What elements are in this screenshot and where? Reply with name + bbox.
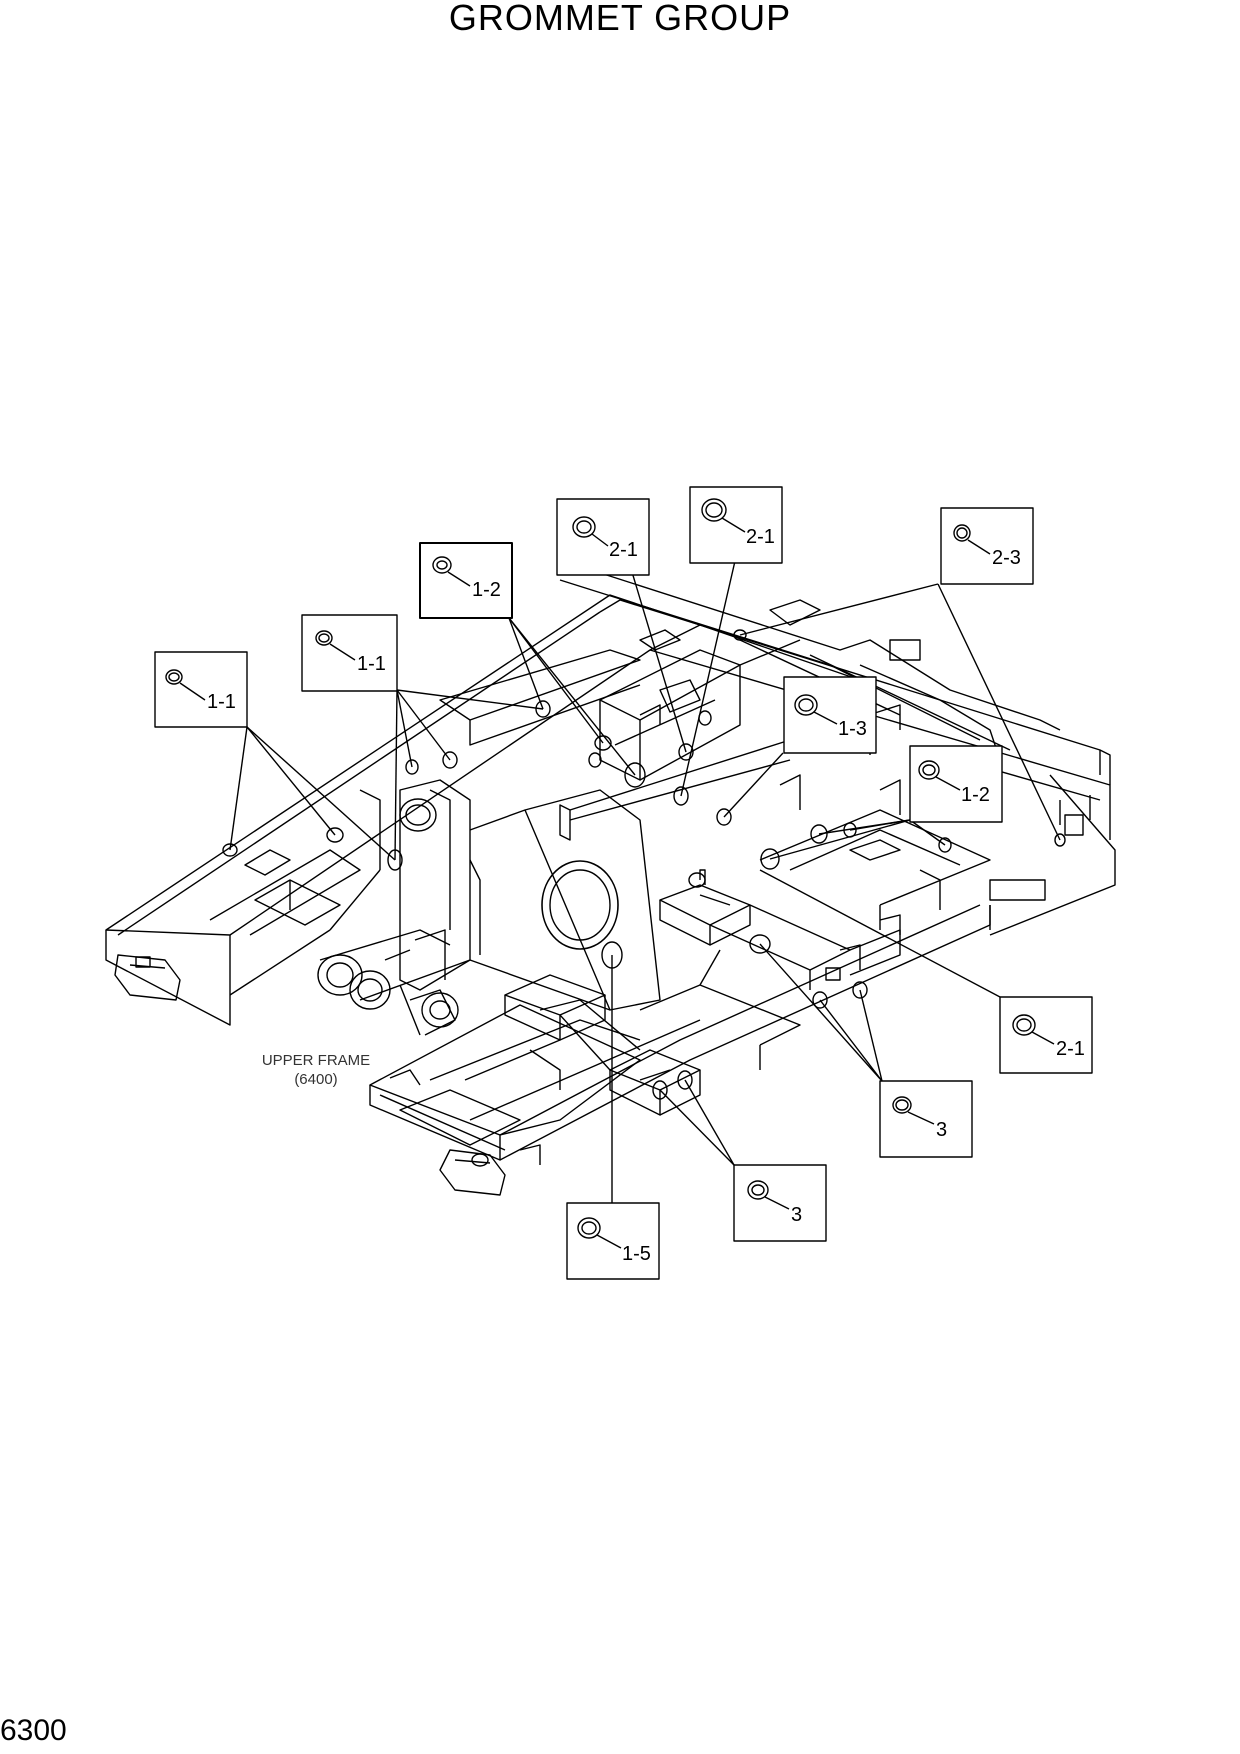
callout-1-1-left: 1-1 <box>154 651 248 728</box>
callout-label: 1-2 <box>961 784 990 806</box>
page-number: 6300 <box>0 1714 67 1747</box>
callout-1-2-right: 1-2 <box>909 745 1003 823</box>
page-title: GROMMET GROUP <box>448 0 792 38</box>
callout-label: 1-3 <box>838 718 867 740</box>
callout-2-1-right: 2-1 <box>999 996 1093 1074</box>
callout-1-2-top: 1-2 <box>419 542 513 619</box>
callout-2-1-top-second: 2-1 <box>689 486 783 564</box>
callout-1-1-second: 1-1 <box>301 614 398 692</box>
leader-lines <box>229 560 1061 1203</box>
callout-boxes: 1-1 1-1 1-2 2-1 2-1 <box>154 486 1093 1280</box>
callout-label: 2-1 <box>609 539 638 561</box>
callout-label: 1-1 <box>357 653 386 675</box>
callout-label: 3 <box>936 1119 947 1141</box>
callout-3-bottom: 3 <box>733 1164 827 1242</box>
callout-label: 2-3 <box>992 547 1021 569</box>
callout-1-3: 1-3 <box>783 676 877 754</box>
callout-2-3: 2-3 <box>940 507 1034 585</box>
callout-1-5: 1-5 <box>566 1202 660 1280</box>
callout-label: 1-2 <box>472 579 501 601</box>
upper-frame-drawing <box>105 559 1116 1196</box>
callout-label: 1-5 <box>622 1243 651 1265</box>
frame-holes <box>222 629 1066 1100</box>
callout-label: 2-1 <box>746 526 775 548</box>
callout-label: 2-1 <box>1056 1038 1085 1060</box>
frame-reference-line2: (6400) <box>294 1071 337 1088</box>
callout-label: 3 <box>791 1204 802 1226</box>
callout-3-right: 3 <box>879 1080 973 1158</box>
frame-reference-line1: UPPER FRAME <box>262 1052 370 1069</box>
callout-label: 1-1 <box>207 691 236 713</box>
callout-2-1-top: 2-1 <box>556 498 650 576</box>
